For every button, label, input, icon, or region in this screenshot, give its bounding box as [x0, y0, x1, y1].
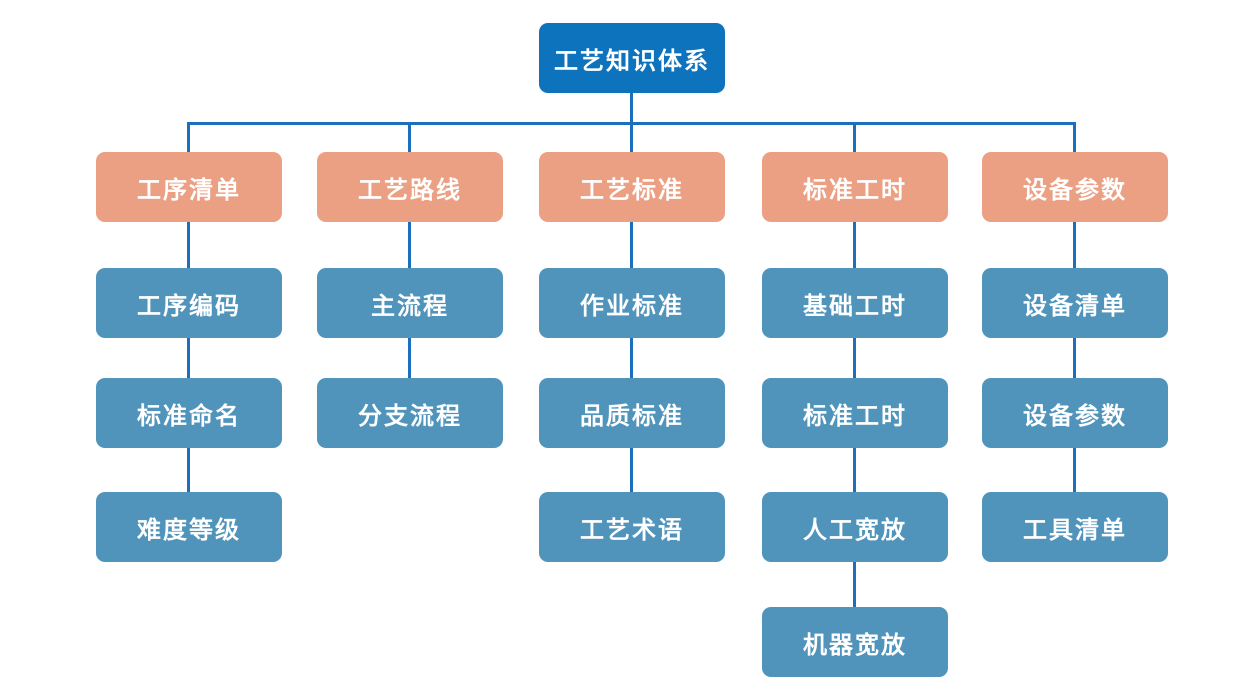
branch-node-5: 设备参数: [982, 152, 1168, 222]
branch-node-4: 标准工时: [762, 152, 948, 222]
child-node-1-1: 工序编码: [96, 268, 282, 338]
child-node-5-2: 设备参数: [982, 378, 1168, 448]
branch-node-1: 工序清单: [96, 152, 282, 222]
child-node-5-1: 设备清单: [982, 268, 1168, 338]
child-node-1-3: 难度等级: [96, 492, 282, 562]
connector-column-2: [408, 122, 411, 413]
child-node-4-1: 基础工时: [762, 268, 948, 338]
child-node-5-3: 工具清单: [982, 492, 1168, 562]
child-node-3-3: 工艺术语: [539, 492, 725, 562]
branch-node-2: 工艺路线: [317, 152, 503, 222]
child-node-2-1: 主流程: [317, 268, 503, 338]
child-node-4-4: 机器宽放: [762, 607, 948, 677]
child-node-4-2: 标准工时: [762, 378, 948, 448]
root-node: 工艺知识体系: [539, 23, 725, 93]
child-node-1-2: 标准命名: [96, 378, 282, 448]
child-node-3-2: 品质标准: [539, 378, 725, 448]
child-node-2-2: 分支流程: [317, 378, 503, 448]
branch-node-3: 工艺标准: [539, 152, 725, 222]
child-node-3-1: 作业标准: [539, 268, 725, 338]
child-node-4-3: 人工宽放: [762, 492, 948, 562]
